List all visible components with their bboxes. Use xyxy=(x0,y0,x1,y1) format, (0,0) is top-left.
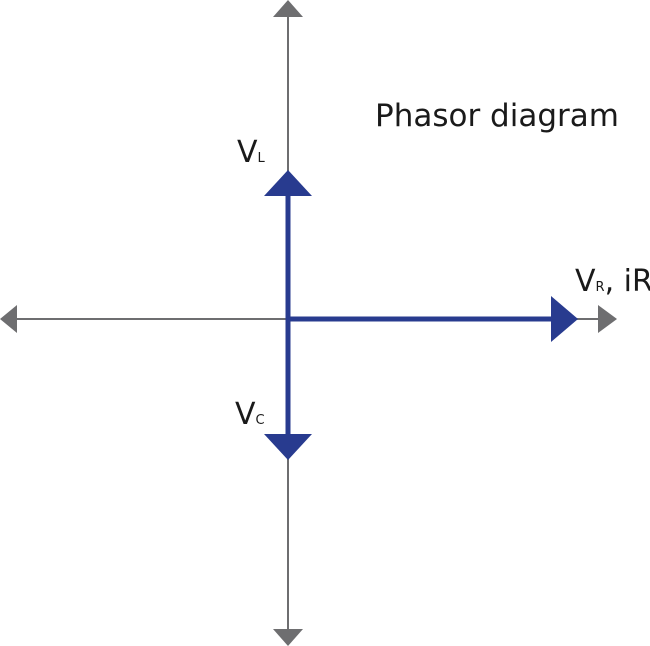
axis-arrow-right-icon xyxy=(598,305,617,333)
axis-arrow-down-icon xyxy=(273,629,303,646)
phasors xyxy=(264,170,578,460)
phasor-vl-arrowhead-icon xyxy=(264,170,312,196)
axis-arrow-up-icon xyxy=(273,0,303,17)
label-vc: VC xyxy=(235,397,265,432)
axis-arrow-left-icon xyxy=(0,305,17,333)
label-vr: VR, iR xyxy=(575,264,650,299)
axes xyxy=(0,0,617,646)
phasor-vr-arrowhead-icon xyxy=(551,296,578,342)
label-vl: VL xyxy=(237,135,266,170)
phasor-vc-arrowhead-icon xyxy=(264,434,312,460)
diagram-title: Phasor diagram xyxy=(375,98,619,134)
